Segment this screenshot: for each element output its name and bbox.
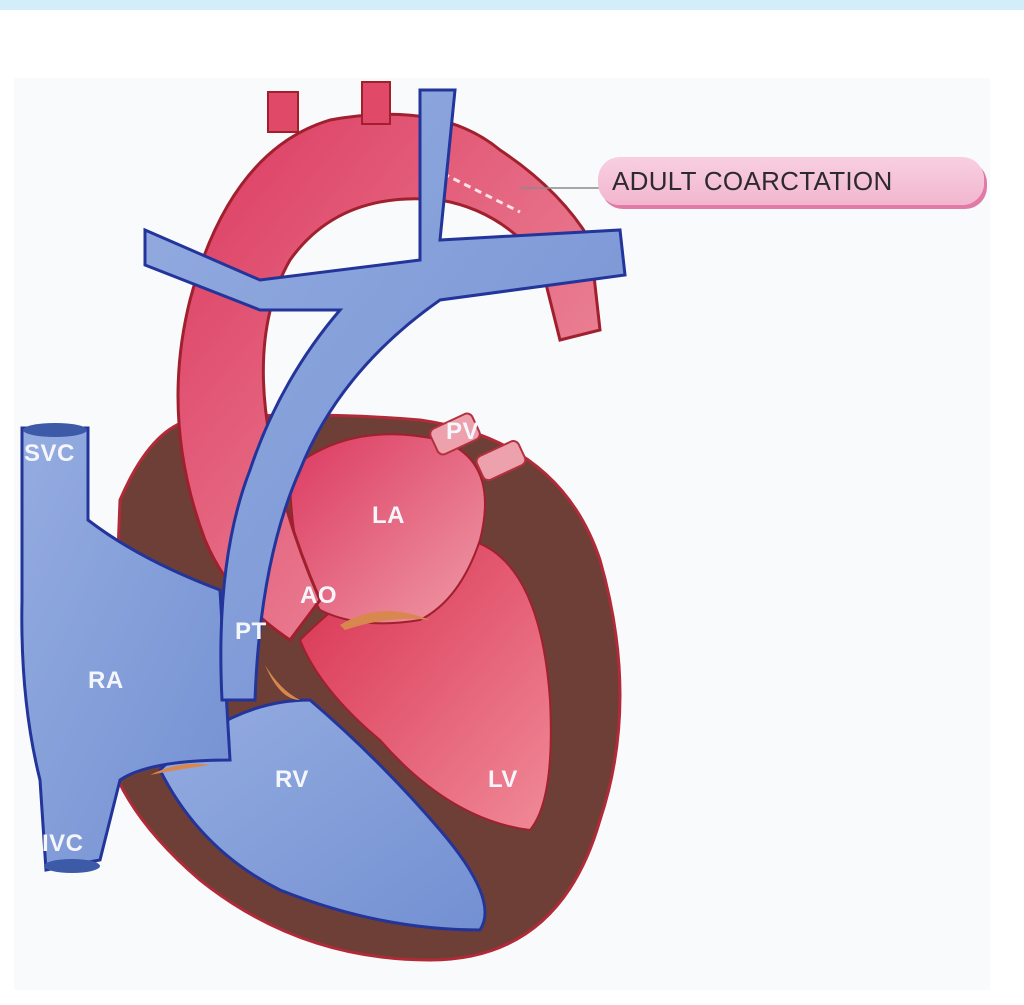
right-atrium xyxy=(20,426,232,872)
header-band xyxy=(0,0,1024,10)
aortic-branch-1 xyxy=(267,91,299,133)
right-ventricle xyxy=(158,698,487,932)
aortic-branch-2 xyxy=(361,81,391,125)
label-svc: SVC xyxy=(24,440,75,467)
ivc-opening xyxy=(44,859,100,873)
label-la: LA xyxy=(372,502,405,529)
svc-opening xyxy=(23,423,87,437)
valve-leaflet xyxy=(340,611,430,630)
label-lv: LV xyxy=(488,766,518,793)
pulmonary-artery xyxy=(143,88,627,702)
callout-text: ADULT COARCTATION xyxy=(612,165,893,196)
label-pv: PV xyxy=(446,418,480,445)
valve-leaflet xyxy=(150,763,210,775)
label-ao: AO xyxy=(300,582,337,609)
label-ivc: IVC xyxy=(42,830,84,857)
pulmonary-vein-2 xyxy=(475,440,527,482)
label-ra: RA xyxy=(88,667,124,694)
label-pt: PT xyxy=(235,618,267,645)
pulmonary-vein-1 xyxy=(429,412,481,456)
coarctation-callout: ADULT COARCTATION xyxy=(598,157,984,205)
label-rv: RV xyxy=(275,766,309,793)
